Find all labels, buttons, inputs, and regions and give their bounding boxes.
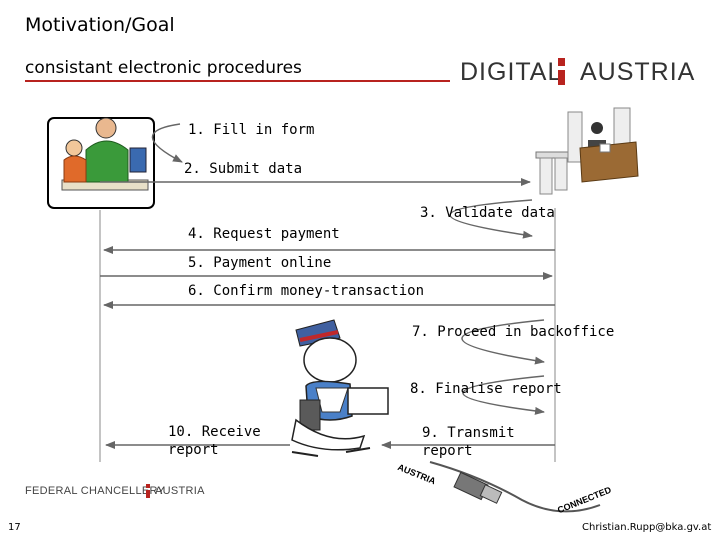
fill-in-form-arrow	[151, 123, 183, 163]
chancellery-word-left: FEDERAL CHANCELLERY	[25, 485, 166, 497]
finalise-report-arrow	[462, 375, 545, 415]
step-receive-report: 10. Receive report	[168, 424, 261, 458]
step-proceed-backoffice: 7. Proceed in backoffice	[412, 324, 615, 340]
title-underline	[25, 80, 450, 82]
logo-word-digital: DIGITAL	[460, 58, 563, 86]
footer-email: Christian.Rupp@bka.gv.at	[582, 522, 712, 533]
chancellery-word-right: AUSTRIA	[155, 485, 205, 497]
connected-cable-icon	[429, 461, 601, 513]
citizen-clipart-icon	[47, 117, 155, 209]
office-clerk-clipart-icon	[535, 107, 639, 195]
mail-carrier-clipart-icon	[291, 319, 389, 457]
chancellery-red-square-icon	[146, 484, 150, 488]
chancellery-red-bar-icon	[146, 490, 150, 498]
step-finalise-report: 8. Finalise report	[410, 381, 562, 397]
step-transmit-report: 9. Transmit report	[422, 425, 515, 459]
step-payment-online: 5. Payment online	[188, 255, 332, 271]
logo-red-square-icon	[558, 58, 565, 66]
step-request-payment: 4. Request payment	[188, 226, 340, 242]
logo-word-austria: AUSTRIA	[580, 58, 696, 86]
validate-data-arrow	[449, 199, 533, 239]
step-confirm-transaction: 6. Confirm money-transaction	[188, 283, 425, 299]
step-fill-in-form: 1. Fill in form	[188, 122, 315, 138]
logo-red-bar-icon	[558, 70, 565, 85]
page-number: 17	[8, 522, 21, 533]
step-submit-data: 2. Submit data	[184, 161, 303, 177]
step-validate-data: 3. Validate data	[420, 205, 555, 221]
slide-title: Motivation/Goal	[25, 14, 175, 36]
proceed-backoffice-arrow	[461, 319, 545, 365]
slide-subtitle: consistant electronic procedures	[25, 58, 302, 78]
